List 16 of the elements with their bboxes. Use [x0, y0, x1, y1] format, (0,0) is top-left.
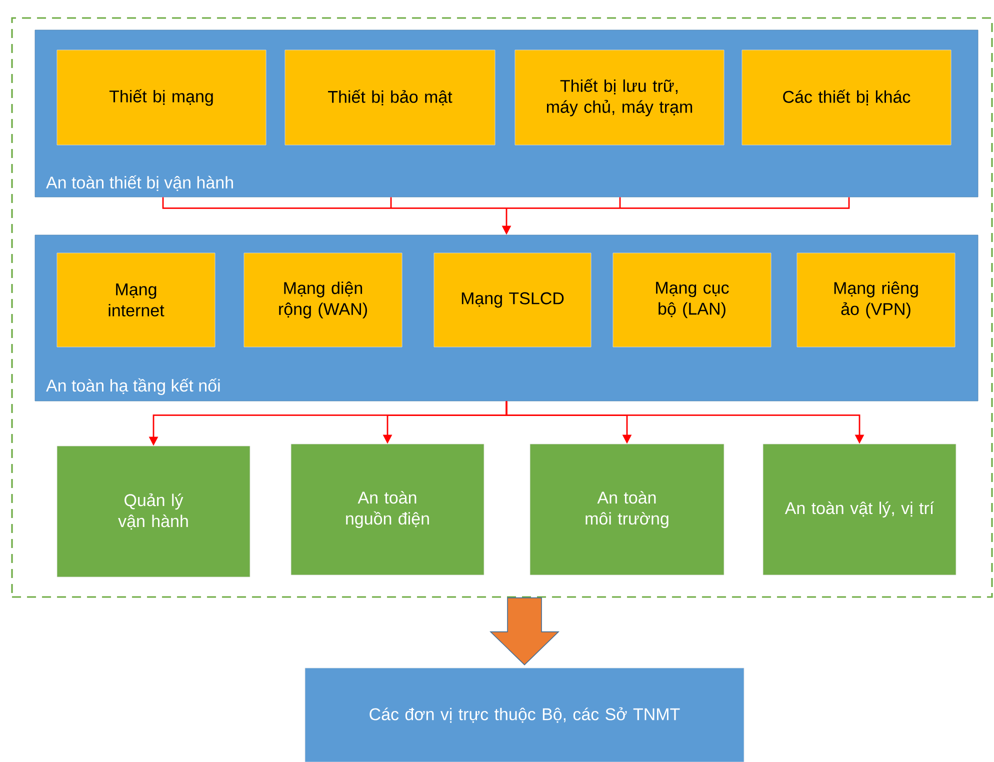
item-box: Mạng TSLCD: [434, 252, 592, 348]
item-box: Mạng cục bộ (LAN): [612, 252, 772, 348]
item-box: Thiết bị lưu trữ, máy chủ, máy trạm: [514, 50, 724, 146]
block-arrow: [490, 597, 560, 666]
item-box: Mạng riêng ảo (VPN): [796, 252, 956, 348]
target-box: Các đơn vị trực thuộc Bộ, các Sở TNMT: [304, 668, 744, 762]
item-box: Quản lý vận hành: [56, 446, 250, 578]
item-box: An toàn nguồn điện: [290, 444, 484, 576]
item-box: Mạng internet: [56, 252, 216, 348]
item-box: Thiết bị bảo mật: [284, 50, 496, 146]
dashed-frame: [11, 17, 993, 598]
item-box: An toàn môi trường: [530, 444, 724, 576]
item-box: Mạng diện rộng (WAN): [244, 252, 402, 348]
item-box: An toàn vật lý, vị trí: [762, 444, 956, 576]
item-box: Các thiết bị khác: [742, 50, 952, 146]
item-box: Thiết bị mạng: [56, 50, 266, 146]
